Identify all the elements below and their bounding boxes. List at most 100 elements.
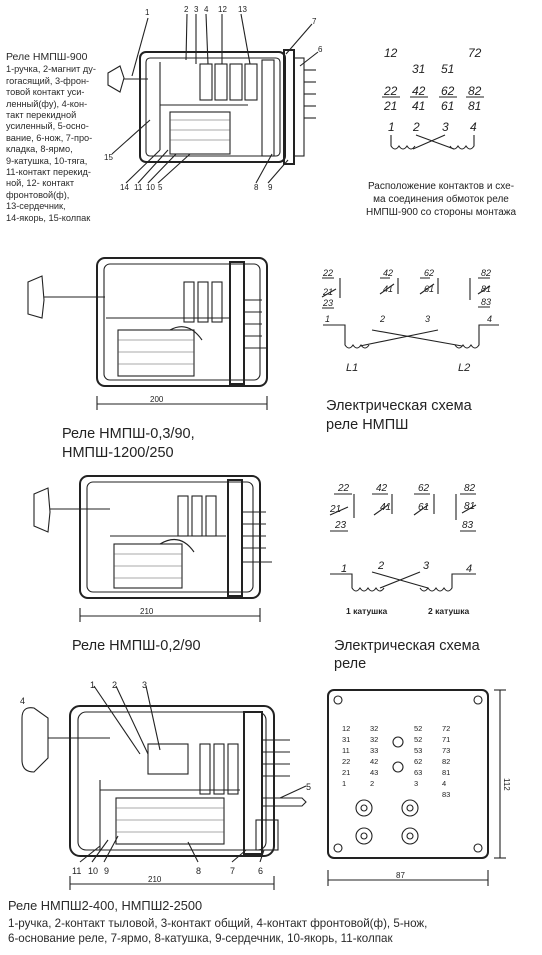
- top-legend-line: 11-контакт перекид-: [6, 167, 91, 178]
- base-contact-label: 81: [442, 768, 450, 777]
- base-contact-label: 33: [370, 746, 378, 755]
- contact-layout-caption-line: ма соединения обмоток реле: [373, 193, 509, 205]
- base-contact-label: 53: [414, 746, 422, 755]
- top-legend-line: фронтовой(ф),: [6, 189, 70, 200]
- contact-number: 22: [322, 268, 333, 278]
- coil-label: 1 катушка: [346, 606, 388, 616]
- contact-number: 83: [481, 297, 491, 307]
- callout-label: 1: [90, 680, 95, 690]
- bottom-legend-line: 1-ручка, 2-контакт тыловой, 3-контакт об…: [8, 916, 428, 930]
- contact-number: 82: [464, 483, 476, 494]
- top-legend-line: такт перекидной: [6, 110, 77, 121]
- callout-label: 5: [306, 782, 311, 792]
- base-contact-label: 2: [370, 779, 374, 788]
- contact-number: 82: [468, 84, 482, 98]
- callout-label: 10: [88, 866, 98, 876]
- relay3-caption: Реле НМПШ-0,2/90: [72, 638, 201, 654]
- top-legend-line: ленный(фу), 4-кон-: [6, 98, 88, 109]
- callout-label: 3: [194, 5, 199, 14]
- base-contact-label: 3: [414, 779, 418, 788]
- relay2-caption-line: Реле НМПШ-0,3/90,: [62, 426, 195, 442]
- contact-number: 42: [412, 84, 426, 98]
- contact-number: 23: [334, 520, 347, 531]
- callout-label: 2: [112, 680, 117, 690]
- coil-label: L2: [458, 362, 470, 374]
- contact-number: 42: [376, 483, 388, 494]
- contact-number: 21: [329, 504, 341, 515]
- base-contact-label: 32: [370, 724, 378, 733]
- callout-label: 14: [120, 183, 129, 192]
- base-plate-drawing: 87 112: [327, 689, 511, 886]
- callout-label: 6: [318, 45, 323, 54]
- contact-layout-diagram: 12 72 31 51 22 42 62 82 21 41 61 81 1 2 …: [382, 46, 484, 150]
- base-contact-label: 52: [414, 724, 422, 733]
- top-legend-line: 9-катушка, 10-тяга,: [6, 155, 88, 166]
- top-legend-line: кладка, 8-ярмо,: [6, 144, 73, 155]
- base-contact-label: 21: [342, 768, 350, 777]
- contact-number: 61: [424, 284, 434, 294]
- terminal-number: 1: [325, 314, 330, 324]
- contact-number: 41: [383, 284, 393, 294]
- dimension-label: 210: [140, 607, 154, 616]
- schema1-caption-line: реле НМПШ: [326, 417, 408, 433]
- contact-number: 72: [468, 46, 482, 60]
- contact-number: 83: [462, 520, 474, 531]
- base-contact-label: 71: [442, 735, 450, 744]
- base-contact-label: 22: [342, 757, 350, 766]
- callout-label: 13: [238, 5, 247, 14]
- contact-number: 62: [418, 483, 430, 494]
- callout-label: 2: [184, 5, 189, 14]
- relay-nmpsh-03-90-drawing: 200: [27, 257, 268, 410]
- bottom-legend-line: 6-основание реле, 7-ярмо, 8-катушка, 9-с…: [8, 932, 393, 945]
- contact-number: 51: [441, 62, 454, 76]
- terminal-number: 1: [388, 120, 395, 134]
- dimension-label: 210: [148, 875, 162, 884]
- contact-number: 81: [464, 501, 475, 512]
- relay-nmpsh-02-90-drawing: 210: [33, 475, 272, 622]
- callout-label: 9: [268, 183, 273, 192]
- base-contact-label: 31: [342, 735, 350, 744]
- top-legend-line: вание, 6-нож, 7-про-: [6, 132, 93, 143]
- coil-label: L1: [346, 362, 358, 374]
- terminal-number: 1: [341, 563, 347, 575]
- terminal-number: 3: [442, 120, 449, 134]
- schema2-caption-line: Электрическая схема: [334, 638, 481, 654]
- base-height-label: 112: [502, 778, 511, 791]
- contact-number: 82: [481, 268, 491, 278]
- callout-label: 15: [104, 153, 113, 162]
- schema1-caption-line: Электрическая схема: [326, 398, 473, 414]
- callout-label: 8: [254, 183, 259, 192]
- top-legend-line: 14-якорь, 15-колпак: [6, 212, 91, 223]
- callout-label: 11: [72, 866, 81, 876]
- callout-label: 8: [196, 866, 201, 876]
- contact-number: 22: [337, 483, 350, 494]
- relay-nmpsh2-drawing: 1 2 3 4 5 11 10 9 8 7 6 210: [20, 680, 311, 890]
- top-legend-line: усиленный, 5-осно-: [6, 121, 89, 132]
- contact-number: 21: [322, 287, 333, 297]
- contact-layout-caption-line: Расположение контактов и схе-: [368, 181, 514, 192]
- callout-label: 7: [312, 17, 317, 26]
- callout-label: 9: [104, 866, 109, 876]
- contact-number: 31: [412, 62, 425, 76]
- base-contact-label: 83: [442, 790, 450, 799]
- contact-number: 22: [383, 84, 398, 98]
- contact-number: 61: [441, 99, 454, 113]
- base-contact-label: 73: [442, 746, 450, 755]
- base-width-label: 87: [396, 871, 405, 880]
- contact-number: 81: [468, 99, 481, 113]
- electric-schema-nmpsh: 22 21 23 42 41 62 61 82 81 83 1 2 3 4 L1…: [321, 268, 499, 374]
- dimension-label: 200: [150, 395, 164, 404]
- terminal-number: 2: [379, 314, 385, 324]
- relay-nmpsh-900-drawing: 1 2 3 4 12 13 7 6 15 14 11 10 5 8 9: [104, 5, 323, 192]
- bottom-legend: Реле НМПШ2-400, НМПШ2-2500 1-ручка, 2-ко…: [8, 898, 538, 947]
- bottom-legend-title: Реле НМПШ2-400, НМПШ2-2500: [8, 898, 203, 913]
- top-legend: Реле НМПШ-900 1-ручка, 2-магнит ду- гога…: [6, 51, 126, 224]
- callout-label: 7: [230, 866, 235, 876]
- terminal-number: 3: [423, 560, 430, 572]
- top-legend-title: Реле НМПШ-900: [6, 51, 88, 63]
- top-legend-line: товой контакт уси-: [6, 87, 85, 98]
- contact-number: 21: [383, 99, 397, 113]
- terminal-number: 4: [466, 563, 472, 575]
- coil-label: 2 катушка: [428, 606, 470, 616]
